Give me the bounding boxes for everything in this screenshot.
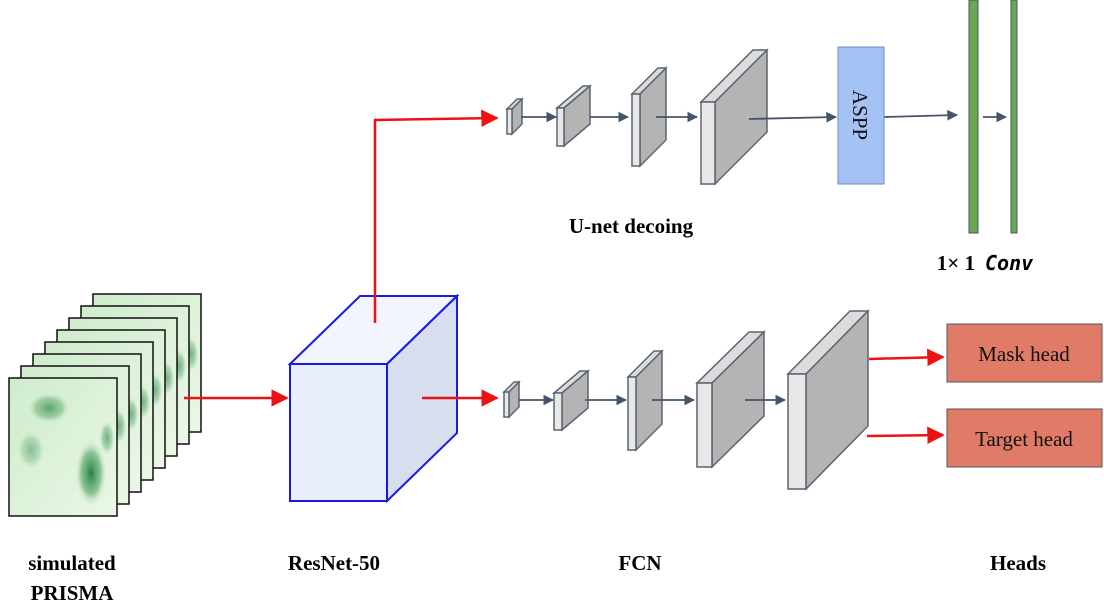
decoder-block-3 [630, 66, 668, 168]
fcn-label: FCN [618, 551, 661, 575]
conv-word: Conv [985, 251, 1034, 275]
resnet-cube [287, 293, 460, 504]
fcn-block-1 [502, 380, 521, 419]
aspp-label: ASPP [848, 90, 872, 140]
spectral-band-frame [8, 377, 118, 517]
fcn-block-3 [626, 349, 664, 452]
arrow-to-target-head [866, 426, 945, 444]
conv-prefix: 1× 1 [937, 251, 975, 275]
fcn-block-2 [551, 369, 591, 432]
input-label-line2: PRISMA [31, 581, 115, 605]
decoder-label: U-net decoing [569, 214, 694, 238]
input-label-line1: simulated [28, 551, 116, 575]
fcn-block-4 [695, 330, 766, 469]
decoder-block-2 [554, 84, 593, 148]
conv-bar-2 [1010, 0, 1018, 234]
aspp-block: ASPP [837, 46, 885, 185]
conv-bar-1 [968, 0, 979, 234]
conv-label: 1× 1 Conv [937, 251, 1034, 275]
backbone-label: ResNet-50 [288, 551, 380, 575]
target-head-label: Target head [975, 427, 1073, 451]
target-head-box: Target head [946, 408, 1103, 468]
fcn-block-5 [786, 309, 870, 491]
decoder-block-4 [699, 48, 769, 186]
spectral-image-stack [8, 293, 202, 517]
decoder-arrows [521, 109, 1008, 123]
mask-head-box: Mask head [946, 323, 1103, 383]
mask-head-label: Mask head [978, 342, 1070, 366]
arrow-to-mask-head [868, 348, 945, 367]
arrow-backbone-to-decoder [373, 109, 499, 323]
heads-label: Heads [990, 551, 1046, 575]
decoder-block-1 [505, 97, 524, 136]
